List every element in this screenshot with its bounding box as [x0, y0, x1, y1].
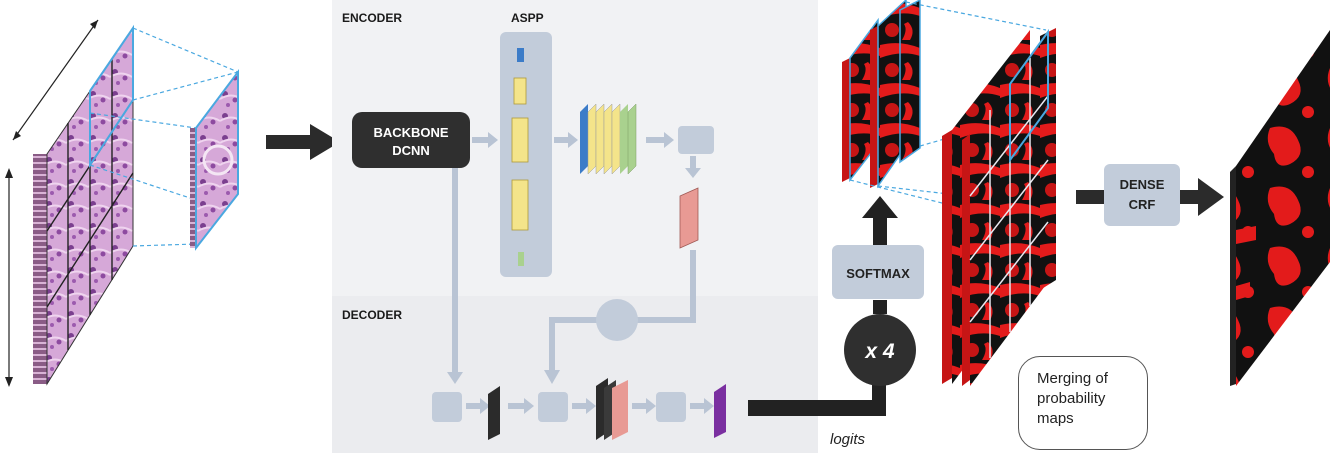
merging-note-line2: probability — [1037, 390, 1106, 407]
upsample-node — [596, 299, 638, 341]
final-segmentation-map — [1230, 30, 1330, 386]
tile-cell-nucleus — [202, 144, 234, 176]
softmax-box — [832, 245, 924, 299]
backbone-dcnn-box — [352, 112, 470, 168]
extracted-tile — [195, 69, 239, 251]
input-stack-side — [33, 154, 47, 384]
softmax-connector — [873, 300, 887, 314]
decoder-chain — [432, 378, 726, 440]
encoder-conv-block — [678, 126, 714, 154]
x4-label: x 4 — [864, 340, 895, 363]
crf-input-arrow — [1076, 190, 1106, 204]
backbone-label-line2: DCNN — [392, 143, 430, 158]
dense-crf-label-line1: DENSE — [1120, 177, 1165, 192]
softmax-label: SOFTMAX — [846, 266, 910, 281]
merged-probability-maps — [942, 28, 1056, 386]
tile-projection-lines — [89, 27, 239, 247]
backbone-label-line1: BACKBONE — [373, 125, 448, 140]
aspp-branches — [511, 48, 529, 266]
input-arrow — [266, 124, 340, 160]
dense-crf-label-line2: CRF — [1129, 197, 1156, 212]
merging-note-line1: Merging of — [1037, 370, 1108, 387]
merging-note: Merging of probability maps — [1018, 356, 1148, 450]
upsample-arrowhead — [544, 370, 560, 384]
aspp-concat-features — [580, 103, 637, 175]
input-image-group — [5, 19, 239, 387]
dense-crf-box — [1104, 164, 1180, 226]
encoder-label: ENCODER — [342, 11, 402, 25]
softmax-up-arrow — [862, 196, 898, 245]
encoder-arrows — [472, 132, 701, 178]
skip-connection — [447, 168, 463, 384]
extracted-tile-side — [190, 128, 196, 248]
single-tile-probability-maps — [842, 0, 921, 189]
merging-note-line3: maps — [1037, 410, 1074, 427]
dimension-arrow-height — [5, 168, 13, 387]
upsample-path — [549, 250, 696, 372]
crf-output-arrow — [1180, 178, 1224, 216]
logits-label: logits — [830, 431, 866, 448]
encoder-output-feature — [679, 187, 699, 249]
aspp-label: ASPP — [511, 11, 544, 25]
dimension-arrow-depth — [12, 19, 99, 141]
x4-upsample-circle — [844, 314, 916, 386]
decoder-label: DECODER — [342, 308, 402, 322]
